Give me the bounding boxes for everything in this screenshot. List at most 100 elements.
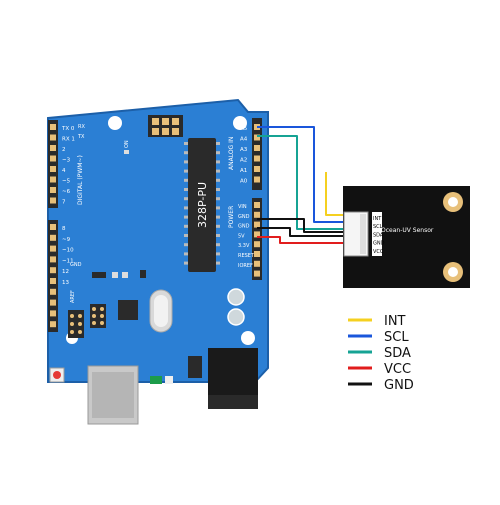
legend-label: INT: [384, 314, 406, 329]
power-header: [252, 198, 262, 280]
analog-header: [252, 118, 262, 190]
wire-scl: [257, 126, 346, 223]
wires: [257, 126, 346, 244]
digital-pin-label: 2: [62, 147, 66, 153]
tx-label: TX: [77, 134, 85, 140]
digital-pin-label: ~3: [62, 158, 71, 164]
digital-pin-labels-top: TX 0RX 12~34~5~67: [61, 126, 75, 206]
digital-pin-label: ~5: [62, 179, 71, 185]
sensor-pin-label: INT: [373, 216, 382, 222]
digital-pin-label: 13: [62, 280, 69, 286]
sensor-pin-label: GND: [373, 241, 385, 247]
digital-pin-hole: [50, 197, 56, 204]
power-pin-hole: [254, 270, 260, 277]
analog-pin-hole: [254, 134, 260, 141]
header-6pin: [68, 310, 84, 338]
reset-button-cap[interactable]: [53, 371, 61, 379]
on-led: [124, 150, 129, 154]
gnd-label: GND: [70, 262, 82, 268]
digital-pin-hole: [50, 176, 56, 183]
board-pcb: [47, 98, 269, 383]
power-pin-hole: [254, 221, 260, 228]
sensor-pin-label: SDA: [373, 232, 384, 238]
rx-label: RX: [78, 124, 85, 130]
digital-pin-hole: [50, 288, 56, 295]
wire-sda: [257, 135, 346, 230]
digital-pin-label: ~9: [62, 237, 71, 243]
analog-pin-label: A2: [240, 158, 247, 164]
sensor-board: [343, 186, 470, 288]
digital-pin-label: 4: [62, 168, 66, 174]
usb-chip: [118, 300, 138, 320]
icsp-header: [148, 115, 183, 137]
digital-pin-hole: [50, 234, 56, 241]
power-pin-hole: [254, 202, 260, 208]
power-pin-label: RESET: [238, 253, 255, 259]
analog-pin-hole: [254, 145, 260, 151]
digital-label: DIGITAL (PWM~): [77, 155, 84, 205]
power-pin-label: 5V: [238, 233, 245, 239]
legend-label: GND: [384, 378, 414, 393]
sensor-pin-labels: INT SCL SDA GND VCC: [373, 216, 385, 255]
sensor-pin-label: VCC: [373, 249, 384, 255]
digital-pin-label: ~11: [62, 258, 74, 264]
digital-pin-label: RX 1: [62, 137, 75, 143]
digital-pin-hole: [50, 145, 56, 151]
digital-pin-hole: [50, 278, 56, 284]
digital-pin-hole: [50, 187, 56, 193]
digital-pin-hole: [50, 155, 56, 162]
digital-header-top: [48, 120, 58, 208]
power-pin-label: IOREF: [238, 263, 253, 269]
mount-hole: [241, 331, 255, 345]
wire-int: [325, 172, 346, 216]
analog-pin-hole: [254, 155, 260, 162]
digital-pin-label: TX 0: [61, 126, 75, 132]
atmega-chip: [188, 138, 216, 272]
wire-vcc: [257, 236, 346, 244]
legend-label: VCC: [384, 362, 411, 377]
analog-pin-hole: [254, 166, 260, 172]
power-label: POWER: [228, 206, 235, 228]
uv-sensor-module: INT SCL SDA GND VCC Ocean-UV Sensor: [343, 186, 470, 288]
wire-gnd-2: [257, 218, 346, 233]
mount-hole: [233, 116, 247, 130]
power-pin-hole: [254, 231, 260, 238]
power-pin-hole: [254, 211, 260, 218]
power-led: [150, 376, 162, 384]
power-pin-hole: [254, 241, 260, 248]
analog-pin-label: A0: [240, 179, 248, 185]
on-label: ON: [124, 140, 130, 148]
digital-header-bottom: [48, 220, 58, 332]
mount-hole: [108, 116, 122, 130]
digital-pin-labels-bottom: 8 ~9 ~10 ~11 12 13: [62, 226, 74, 286]
digital-pin-label: ~10: [62, 248, 74, 254]
digital-pin-hole: [50, 310, 56, 317]
analog-pin-label: A5: [240, 126, 248, 132]
chip-label: 328P-PU: [196, 182, 209, 228]
digital-pin-hole: [50, 267, 56, 274]
analog-pin-label: A3: [240, 147, 248, 153]
digital-pin-label: 12: [62, 269, 69, 275]
aref-label: AREF: [70, 290, 76, 303]
power-pin-hole: [254, 260, 260, 267]
digital-pin-hole: [50, 166, 56, 172]
analog-pin-hole: [254, 176, 260, 183]
analog-pin-label: A4: [240, 137, 248, 143]
sensor-pin-label: SCL: [373, 224, 383, 230]
digital-pin-hole: [50, 134, 56, 141]
capacitor: [227, 288, 245, 306]
digital-pin-hole: [50, 299, 56, 306]
sensor-title: Ocean-UV Sensor: [381, 227, 434, 234]
analog-label: ANALOG IN: [228, 137, 235, 170]
power-pin-label: GND: [238, 214, 250, 220]
legend-label: SDA: [384, 346, 411, 361]
power-pin-label: VIN: [238, 204, 247, 210]
digital-pin-label: 8: [62, 226, 66, 232]
digital-pin-hole: [50, 256, 56, 263]
digital-pin-label: ~6: [62, 189, 71, 195]
